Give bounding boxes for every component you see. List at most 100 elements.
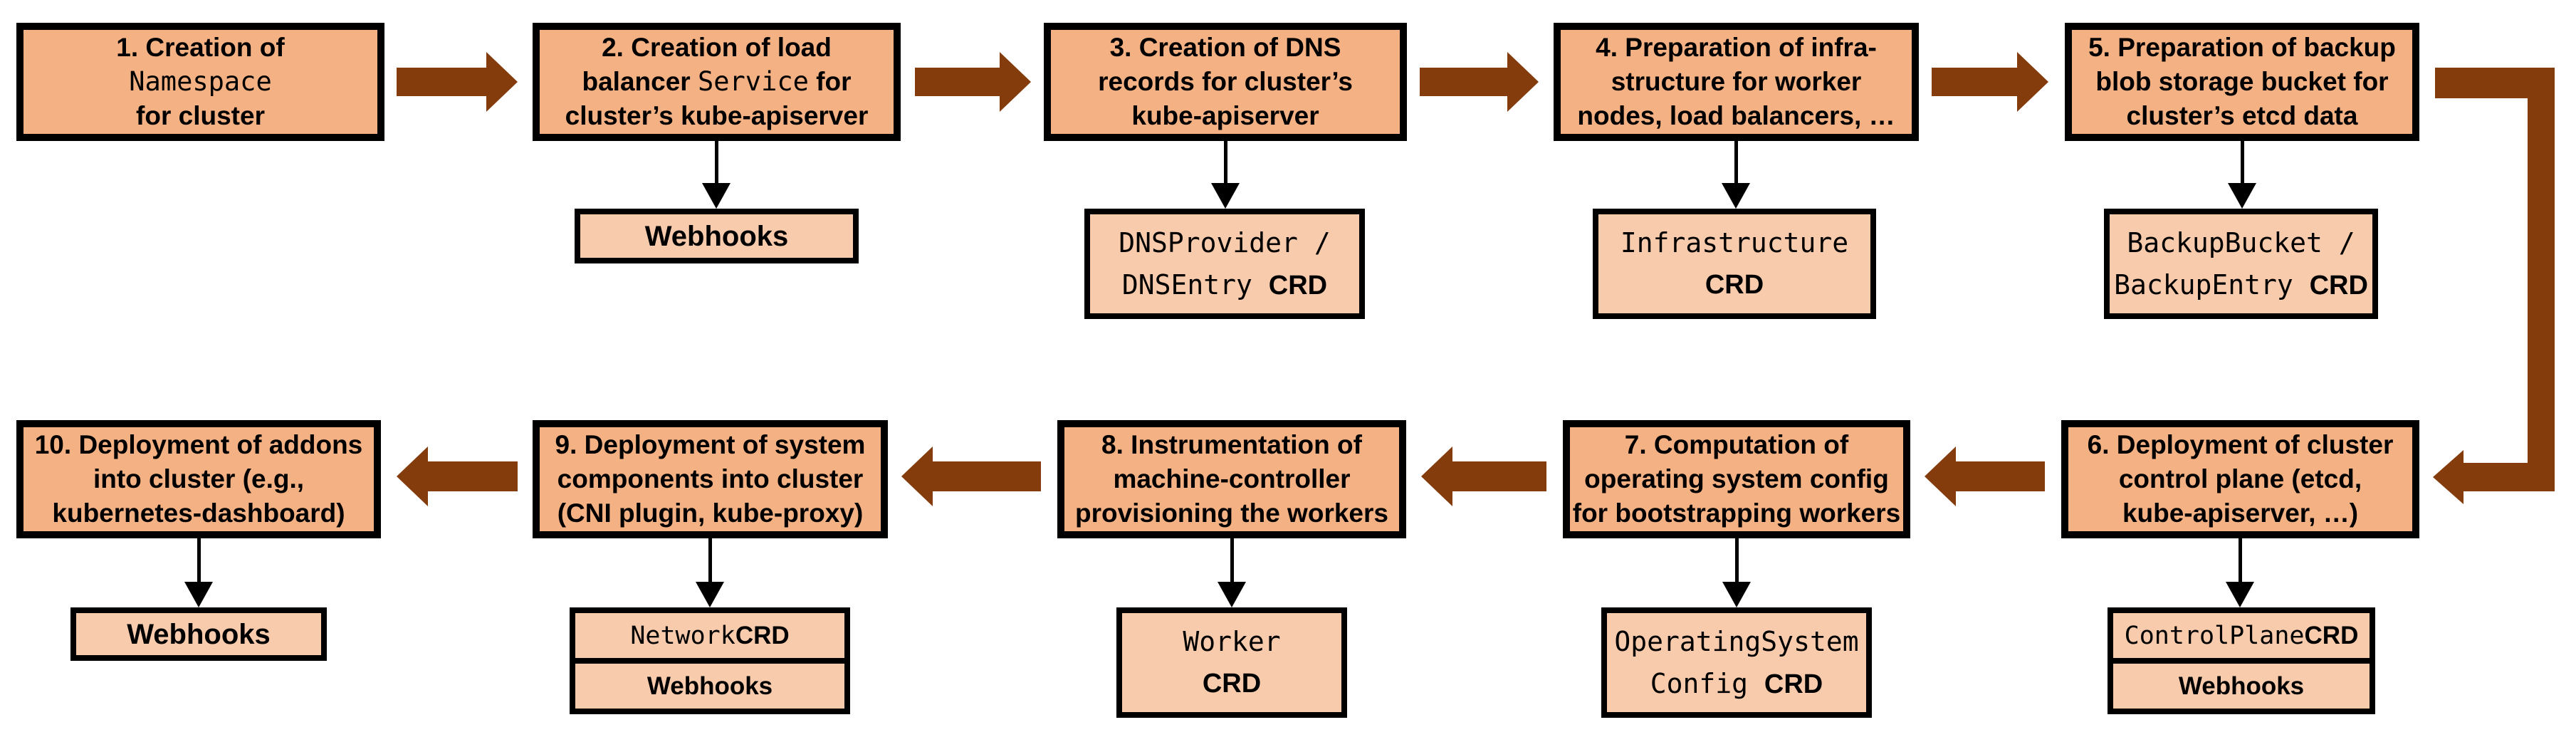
text-run: (CNI plugin, kube-proxy) [557, 498, 864, 528]
step-8-line-3: provisioning the workers [1075, 496, 1388, 531]
step-8-line-2: machine-controller [1113, 462, 1350, 496]
webhooks-row: Webhooks [575, 658, 844, 709]
step-9-line-1: 9. Deployment of system [555, 428, 866, 462]
text-run: machine-controller [1113, 464, 1351, 493]
step-5-line-3: cluster’s etcd data [2127, 99, 2358, 133]
crd-line-2: CRD [1705, 264, 1764, 305]
text-run: 2. Creation of load [602, 33, 832, 62]
step-7-crd-box: OperatingSystem Config CRD [1601, 607, 1872, 718]
step-10-box: 10. Deployment of addons into cluster (e… [16, 420, 381, 538]
text-run: CRD [1268, 270, 1328, 301]
step-6-box: 6. Deployment of cluster control plane (… [2061, 420, 2419, 538]
step-1-line-1: 1. Creation of [116, 31, 284, 65]
flow-arrow-1-to-2-icon [397, 52, 518, 112]
text-run: kube-apiserver [1131, 101, 1319, 130]
flow-arrow-9-to-10-icon [397, 446, 518, 506]
connector-arrowhead-icon [1722, 582, 1751, 607]
crd-line-2: CRD [1203, 663, 1261, 704]
crd-line-2: Config CRD [1650, 663, 1823, 705]
text-run: Webhooks [127, 618, 271, 650]
step-6-line-2: control plane (etcd, [2119, 462, 2362, 496]
text-run: into cluster (e.g., [93, 464, 305, 493]
step-10-line-3: kubernetes-dashboard) [52, 496, 345, 531]
mono-text-run: Service [697, 66, 809, 97]
mono-text-run: Config [1650, 667, 1764, 699]
step-6-line-3: kube-apiserver, …) [2122, 496, 2358, 531]
step-4-crd-box: Infrastructure CRD [1593, 209, 1876, 319]
connector-line-step-4 [1734, 141, 1738, 185]
step-8-line-1: 8. Instrumentation of [1101, 428, 1362, 462]
crd-line-1: Worker [1183, 621, 1280, 663]
text-run: operating system config [1584, 464, 1889, 493]
crd-line-2: BackupEntry CRD [2114, 264, 2368, 306]
step-6-crd-webhooks-stack: ControlPlane CRD Webhooks [2108, 607, 2375, 714]
connector-arrowhead-icon [2228, 183, 2256, 209]
step-2-line-1: 2. Creation of load [602, 31, 832, 65]
step-10-line-1: 10. Deployment of addons [35, 428, 363, 462]
step-3-line-2: records for cluster’s [1098, 65, 1353, 99]
text-run: Webhooks [2178, 672, 2305, 700]
text-run: cluster’s kube-apiserver [565, 101, 869, 130]
connector-arrowhead-icon [184, 582, 213, 607]
mono-text-run: ControlPlane [2124, 621, 2305, 650]
connector-line-step-5 [2241, 141, 2244, 185]
step-1-box: 1. Creation of Namespace for cluster [16, 23, 384, 141]
text-run: CRD [1705, 270, 1764, 300]
text-run: 1. Creation of [116, 33, 285, 62]
step-10-webhooks-box: Webhooks [70, 607, 327, 661]
connector-arrowhead-icon [696, 582, 724, 607]
text-run: 4. Preparation of infra- [1596, 33, 1877, 62]
flow-arrow-6-to-7-icon [1925, 446, 2045, 506]
text-run: CRD [1764, 669, 1823, 699]
connector-line-step-10 [197, 538, 201, 582]
connector-arrowhead-icon [702, 183, 731, 209]
crd-line-2: DNSEntry CRD [1122, 264, 1327, 306]
step-9-box: 9. Deployment of system components into … [533, 420, 888, 538]
step-7-line-2: operating system config [1584, 462, 1889, 496]
step-7-line-1: 7. Computation of [1625, 428, 1848, 462]
flow-arrow-8-to-9-icon [901, 446, 1041, 506]
step-4-line-1: 4. Preparation of infra- [1596, 31, 1877, 65]
crd-line-1: Infrastructure [1621, 222, 1848, 264]
step-6-line-1: 6. Deployment of cluster [2088, 428, 2394, 462]
text-run: components into cluster [557, 464, 864, 493]
webhooks-label: Webhooks [645, 221, 789, 252]
text-run: blob storage bucket for [2095, 67, 2389, 96]
text-run: for cluster [136, 101, 265, 130]
flow-arrow-5-to-6-elbow-icon [2433, 68, 2555, 504]
text-run: control plane (etcd, [2118, 464, 2362, 493]
text-run: provisioning the workers [1075, 498, 1388, 528]
mono-text-run: Worker [1183, 626, 1281, 657]
step-3-crd-box: DNSProvider / DNSEntry CRD [1084, 209, 1365, 319]
crd-row: Network CRD [575, 613, 844, 658]
text-run: for bootstrapping workers [1572, 498, 1901, 528]
text-run: CRD [735, 621, 790, 649]
text-run: 8. Instrumentation of [1101, 430, 1362, 459]
text-run: Webhooks [646, 672, 773, 700]
crd-line-1: OperatingSystem [1614, 621, 1858, 663]
connector-arrowhead-icon [1211, 183, 1240, 209]
step-1-line-2: Namespace [129, 65, 271, 99]
step-5-crd-box: BackupBucket / BackupEntry CRD [2104, 209, 2378, 319]
crd-line-1: DNSProvider / [1119, 222, 1330, 264]
connector-line-step-8 [1230, 538, 1234, 582]
connector-line-step-6 [2239, 538, 2242, 582]
text-run: kubernetes-dashboard) [52, 498, 345, 528]
text-run: 6. Deployment of cluster [2087, 430, 2394, 459]
text-run: Webhooks [644, 220, 789, 252]
step-5-line-1: 5. Preparation of backup [2088, 31, 2396, 65]
crd-line-1: BackupBucket / [2127, 222, 2355, 264]
connector-line-step-9 [708, 538, 712, 582]
connector-line-step-7 [1735, 538, 1739, 582]
step-8-crd-box: Worker CRD [1116, 607, 1347, 718]
step-2-line-2: balancer Service for [582, 65, 851, 99]
step-9-line-2: components into cluster [557, 462, 864, 496]
webhooks-label: Webhooks [127, 619, 271, 650]
webhooks-row: Webhooks [2113, 658, 2370, 709]
connector-arrowhead-icon [2226, 582, 2254, 607]
mono-text-run: BackupBucket / [2127, 226, 2355, 258]
text-run: kube-apiserver, …) [2122, 498, 2359, 528]
text-run: 5. Preparation of backup [2088, 33, 2396, 62]
step-3-box: 3. Creation of DNS records for cluster’s… [1044, 23, 1407, 141]
